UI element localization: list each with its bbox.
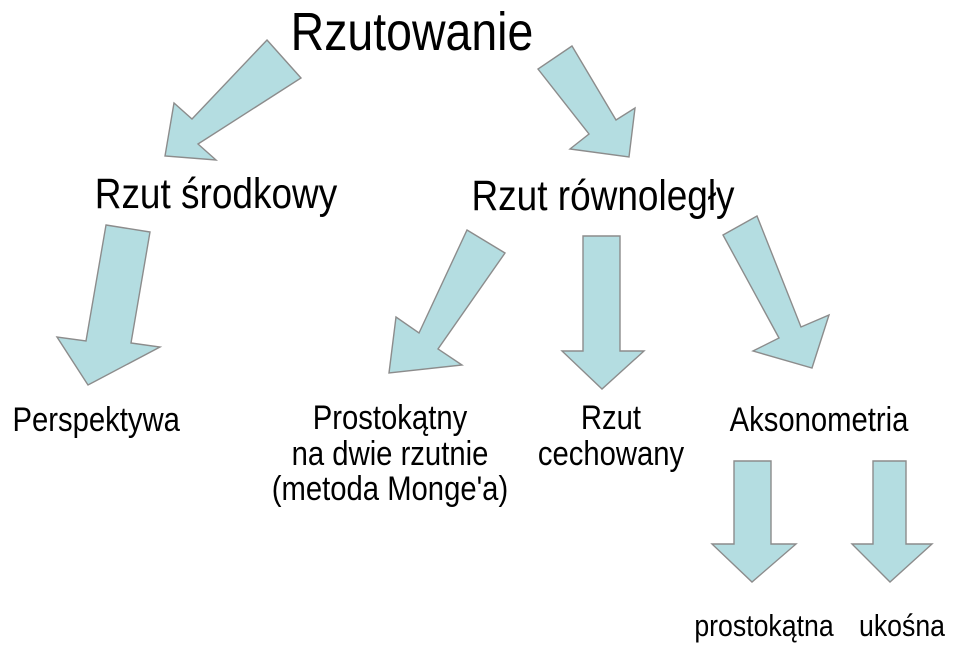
node-root: Rzutowanie (240, 2, 584, 62)
node-axonometry-label: Aksonometria (729, 401, 909, 439)
node-axonometry: Aksonometria (724, 401, 915, 439)
node-central-projection: Rzut środkowy (70, 170, 362, 218)
node-parallel-projection: Rzut równoległy (435, 172, 770, 220)
node-parallel-label: Rzut równoległy (471, 172, 735, 220)
node-central-label: Rzut środkowy (94, 170, 338, 218)
node-perspective-label: Perspektywa (12, 401, 180, 439)
node-axonometry-oblique: ukośna (854, 608, 950, 644)
node-axonometry-rectangular: prostokątna (687, 608, 842, 644)
arrow-parallel-to-axonometry (722, 214, 831, 369)
arrow-parallel-to-orthogonal (388, 228, 507, 374)
arrow-root-to-parallel (536, 45, 636, 158)
arrow-axonometry-to-rectangular (710, 460, 798, 583)
node-hatched-line-1: Rzut (580, 399, 642, 437)
arrow-axonometry-to-oblique (850, 460, 934, 583)
node-hatched-line-2: cechowany (537, 434, 685, 473)
node-orthogonal-line-2: na dwie rzutnie (291, 434, 489, 473)
arrow-central-to-perspective (55, 224, 163, 386)
arrow-root-to-central (164, 38, 303, 161)
node-oblique-label: ukośna (859, 608, 945, 643)
node-orthogonal-line-3: (metoda Monge'a) (271, 470, 509, 509)
arrow-parallel-to-hatched (560, 235, 646, 390)
node-root-label: Rzutowanie (290, 2, 534, 62)
node-hatched-projection: Rzut cechowany (534, 399, 687, 473)
node-perspective: Perspektywa (12, 401, 180, 439)
node-orthogonal-line-1: Prostokątny (312, 399, 468, 437)
node-rectangular-label: prostokątna (694, 608, 834, 643)
node-orthogonal-two-planes: Prostokątny na dwie rzutnie (metoda Mong… (271, 399, 509, 509)
